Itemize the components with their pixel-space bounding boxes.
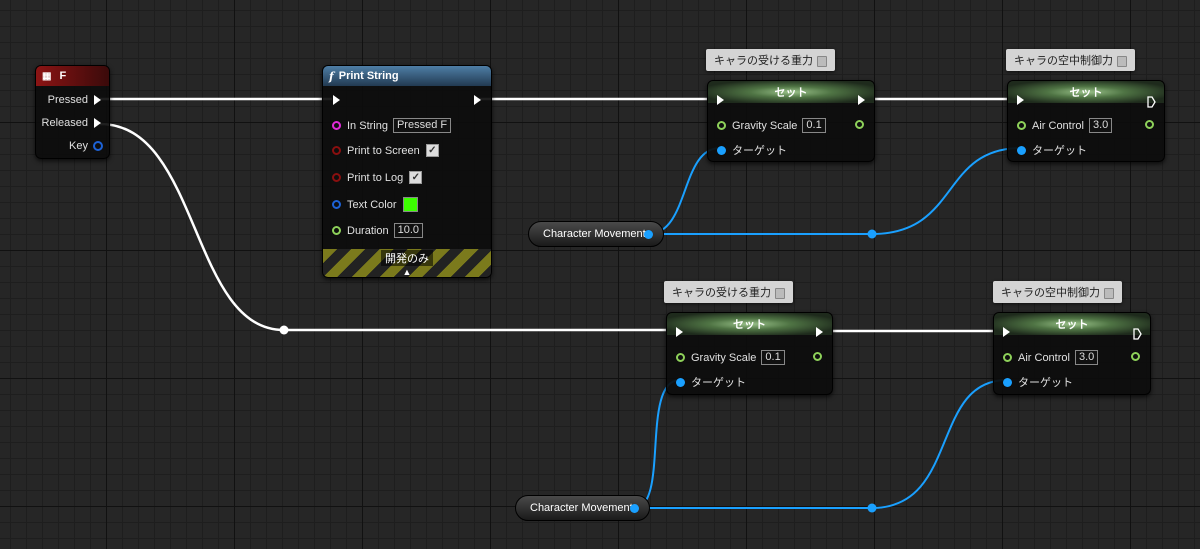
exec-out-pin[interactable]	[474, 95, 481, 105]
object-pin-icon[interactable]	[644, 230, 653, 239]
comment-bubble[interactable]: キャラの受ける重力	[664, 281, 793, 303]
gravity-scale-input[interactable]: 0.1	[802, 118, 826, 133]
pin-print-to-screen[interactable]: Print to Screen ✓	[332, 144, 439, 157]
character-movement-node[interactable]: Character Movement	[528, 221, 664, 247]
pin-icon[interactable]	[1104, 287, 1114, 299]
exec-out-pin-outline[interactable]	[1147, 95, 1156, 108]
pin-target[interactable]: ターゲット	[717, 142, 787, 158]
pin-text-color[interactable]: Text Color	[332, 197, 418, 212]
keyboard-key-icon: ▦	[42, 70, 52, 82]
float-pin-icon[interactable]	[1003, 353, 1012, 362]
comment-bubble[interactable]: キャラの空中制御力	[1006, 49, 1135, 71]
struct-pin-icon[interactable]	[332, 200, 341, 209]
target-wire-3	[633, 379, 681, 509]
exec-in-pin[interactable]	[333, 95, 340, 105]
event-node-title: F	[59, 70, 67, 82]
event-node-f[interactable]: ▦ F Pressed Released Key	[35, 65, 110, 159]
pin-gravity-scale[interactable]: Gravity Scale 0.1	[676, 350, 785, 365]
float-pin-icon[interactable]	[717, 121, 726, 130]
string-pin-icon[interactable]	[332, 121, 341, 130]
function-f-icon: f	[329, 69, 334, 83]
pin-target[interactable]: ターゲット	[1017, 142, 1087, 158]
float-out-pin-icon[interactable]	[813, 352, 822, 361]
collapse-arrow-icon[interactable]: ▲	[402, 267, 412, 277]
exec-out-pin-outline[interactable]	[1133, 327, 1142, 340]
pin-gravity-scale[interactable]: Gravity Scale 0.1	[717, 118, 826, 133]
duration-input[interactable]: 10.0	[393, 223, 423, 238]
air-control-input[interactable]: 3.0	[1088, 118, 1113, 133]
reroute-knot	[279, 325, 289, 335]
exec-out-pin[interactable]	[816, 327, 823, 337]
struct-pin-icon[interactable]	[93, 141, 103, 151]
pin-target[interactable]: ターゲット	[676, 374, 746, 390]
float-out-pin-icon[interactable]	[1131, 352, 1140, 361]
set-node-header: セット	[667, 313, 832, 335]
print-string-node[interactable]: f Print String In String Pressed F Print…	[322, 65, 492, 278]
object-pin-icon[interactable]	[1003, 377, 1012, 387]
pin-air-control[interactable]: Air Control 3.0	[1003, 350, 1099, 365]
print-string-title: Print String	[338, 70, 399, 82]
pin-released[interactable]: Released	[42, 117, 101, 129]
comment-bubble[interactable]: キャラの空中制御力	[993, 281, 1122, 303]
print-to-screen-checkbox[interactable]: ✓	[425, 144, 439, 157]
print-string-header: f Print String	[323, 66, 491, 86]
event-node-header: ▦ F	[36, 66, 109, 86]
object-pin-icon[interactable]	[717, 145, 726, 155]
pin-pressed[interactable]: Pressed	[48, 94, 101, 106]
exec-pin-icon[interactable]	[94, 118, 101, 128]
set-air-control-node[interactable]: セット Air Control 3.0 ターゲット	[1007, 80, 1165, 162]
exec-in-pin[interactable]	[1017, 95, 1024, 105]
target-wire-4	[634, 379, 1008, 509]
development-only-banner: 開発のみ ▲	[323, 249, 491, 277]
float-out-pin-icon[interactable]	[1145, 120, 1154, 129]
text-color-swatch[interactable]	[402, 197, 418, 212]
pin-icon[interactable]	[1117, 55, 1127, 67]
in-string-input[interactable]: Pressed F	[392, 118, 452, 133]
set-node-header: セット	[1008, 81, 1164, 103]
pin-in-string[interactable]: In String Pressed F	[332, 118, 452, 133]
comment-bubble[interactable]: キャラの受ける重力	[706, 49, 835, 71]
exec-in-pin[interactable]	[1003, 327, 1010, 337]
set-gravity-scale-node[interactable]: セット Gravity Scale 0.1 ターゲット	[666, 312, 833, 395]
pin-target[interactable]: ターゲット	[1003, 374, 1073, 390]
set-air-control-node[interactable]: セット Air Control 3.0 ターゲット	[993, 312, 1151, 395]
pin-print-to-log[interactable]: Print to Log ✓	[332, 171, 423, 184]
set-node-header: セット	[708, 81, 874, 103]
exec-pin-icon[interactable]	[94, 95, 101, 105]
pin-icon[interactable]	[817, 55, 827, 67]
exec-in-pin[interactable]	[676, 327, 683, 337]
set-gravity-scale-node[interactable]: セット Gravity Scale 0.1 ターゲット	[707, 80, 875, 162]
exec-out-pin[interactable]	[858, 95, 865, 105]
pin-icon[interactable]	[775, 287, 785, 299]
float-out-pin-icon[interactable]	[855, 120, 864, 129]
float-pin-icon[interactable]	[676, 353, 685, 362]
object-pin-icon[interactable]	[630, 504, 639, 513]
gravity-scale-input[interactable]: 0.1	[761, 350, 785, 365]
set-node-header: セット	[994, 313, 1150, 335]
pin-key[interactable]: Key	[69, 140, 103, 152]
character-movement-node[interactable]: Character Movement	[515, 495, 650, 521]
bool-pin-icon[interactable]	[332, 173, 341, 182]
float-pin-icon[interactable]	[332, 226, 341, 235]
pin-duration[interactable]: Duration 10.0	[332, 223, 423, 238]
target-wire-2	[648, 147, 1022, 235]
air-control-input[interactable]: 3.0	[1074, 350, 1099, 365]
bool-pin-icon[interactable]	[332, 146, 341, 155]
reroute-knot-blue-2	[867, 503, 877, 513]
reroute-knot-blue-1	[867, 229, 877, 239]
float-pin-icon[interactable]	[1017, 121, 1026, 130]
pin-air-control[interactable]: Air Control 3.0	[1017, 118, 1113, 133]
exec-in-pin[interactable]	[717, 95, 724, 105]
exec-wire-released	[99, 122, 680, 332]
print-to-log-checkbox[interactable]: ✓	[409, 171, 423, 184]
object-pin-icon[interactable]	[676, 377, 685, 387]
object-pin-icon[interactable]	[1017, 145, 1026, 155]
